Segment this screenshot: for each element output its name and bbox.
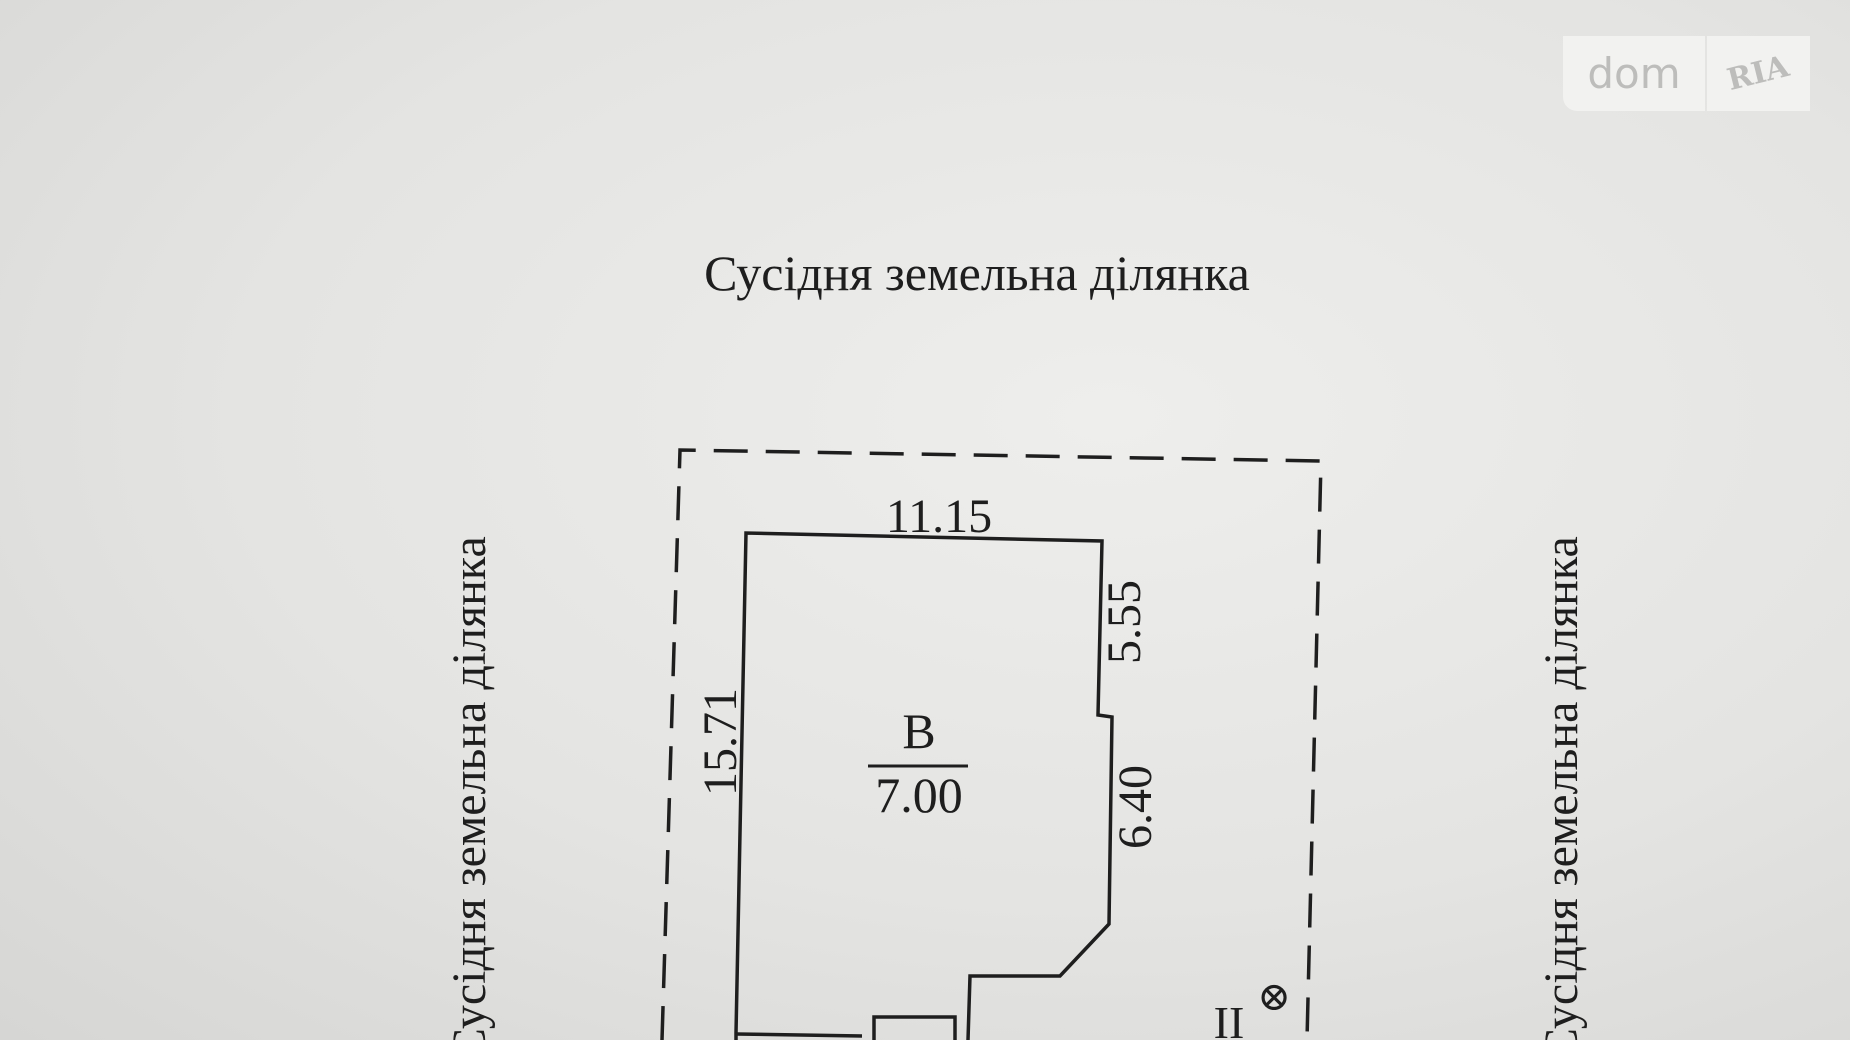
logo-ria-text: RIA	[1724, 48, 1793, 99]
dimension-right-upper: 5.55	[1098, 580, 1151, 664]
small-annex	[872, 1015, 957, 1040]
building-outline	[734, 531, 1114, 1040]
dimension-left: 15.71	[694, 688, 747, 796]
building-letter: В	[902, 703, 935, 759]
right-neighbor-label: Сусідня земельна ділянка	[1535, 536, 1588, 1040]
logo-dom: dom	[1563, 36, 1705, 111]
dimension-right-lower: 6.40	[1109, 765, 1162, 849]
logo-ria: RIA	[1707, 36, 1810, 111]
marker-symbol-icon: ⊗	[1257, 974, 1291, 1019]
left-neighbor-label: Сусідня земельна ділянка	[443, 536, 496, 1040]
marker-label: II	[1214, 997, 1245, 1040]
plot-boundary-dashed	[660, 448, 1323, 1040]
top-neighbor-label: Сусідня земельна ділянка	[704, 245, 1250, 301]
building-height: 7.00	[875, 767, 963, 823]
building-base-line	[735, 1032, 863, 1038]
domria-watermark-logo: dom RIA	[1563, 36, 1810, 111]
dimension-top: 11.15	[886, 490, 992, 543]
